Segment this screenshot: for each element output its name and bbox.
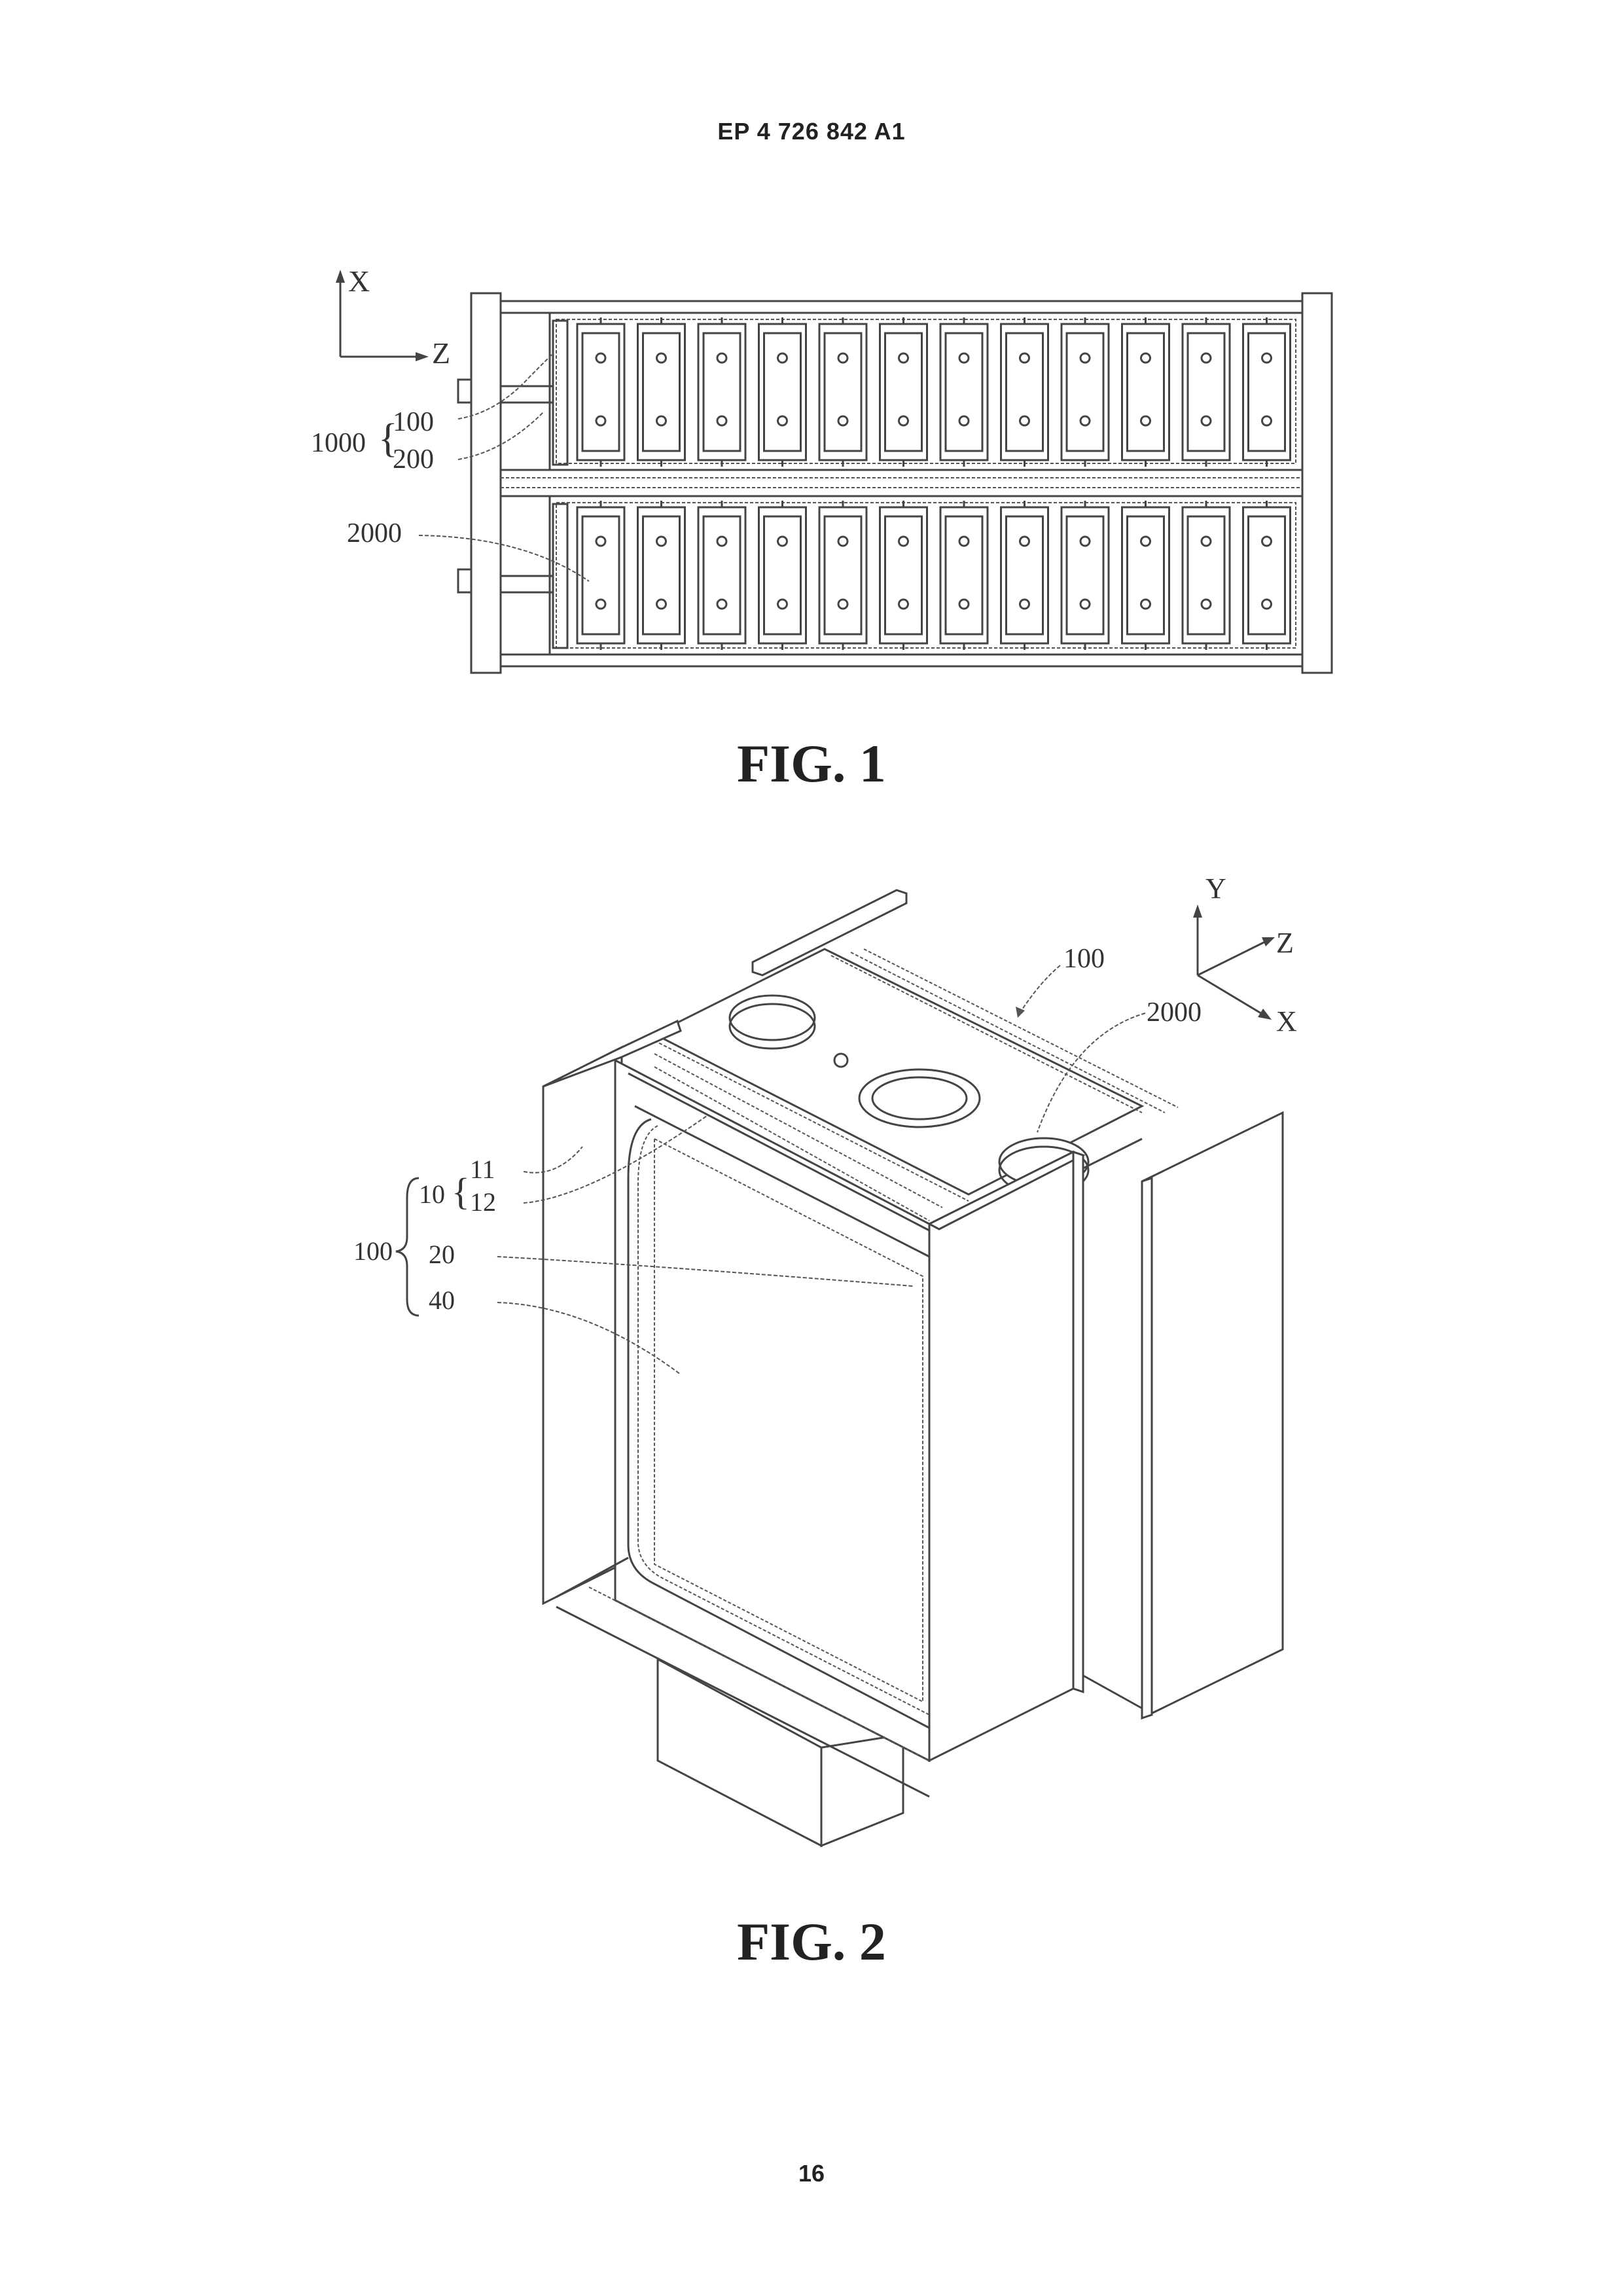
fig1-label-200: 200 <box>393 444 434 475</box>
fig1-battery-cell <box>638 317 685 467</box>
fig1-battery-cell <box>1243 317 1291 467</box>
fig1-label-1000: 1000 <box>311 428 366 458</box>
fig2-rear-right-flange <box>1142 1113 1283 1718</box>
fig1-battery-cell <box>940 501 988 650</box>
fig2-front-face <box>615 1060 929 1761</box>
fig1-battery-cell <box>577 317 624 467</box>
fig1-axis-indicator: X Z <box>336 264 450 370</box>
fig1-battery-cell <box>698 501 745 650</box>
fig1-battery-cell <box>819 317 866 467</box>
fig1-battery-cell <box>1183 317 1230 467</box>
fig1-battery-cell <box>880 501 927 650</box>
fig1-middle-rail <box>501 470 1302 496</box>
fig1-axis-x-label: X <box>348 264 370 298</box>
fig1-right-end-plate <box>1302 293 1332 673</box>
fig2-label-10: 10 <box>419 1179 445 1209</box>
fig2-label-20: 20 <box>429 1240 455 1269</box>
fig1-battery-cell <box>1001 501 1048 650</box>
fig2-brace-10: { <box>452 1170 470 1213</box>
fig2-label-12: 12 <box>470 1187 496 1217</box>
fig1-caption: FIG. 1 <box>0 733 1623 795</box>
fig2-leader-100 <box>1021 965 1060 1011</box>
fig2-axis-indicator: Y Z X <box>1193 872 1297 1037</box>
fig1-lower-end-plate <box>553 504 567 648</box>
fig2-label-100-top: 100 <box>1063 944 1105 974</box>
fig2-label-40: 40 <box>429 1285 455 1315</box>
page-number: 16 <box>0 2160 1623 2187</box>
fig1-battery-cell <box>759 501 806 650</box>
fig1-bottom-rail <box>501 655 1302 666</box>
fig2-front-right-flange-face <box>929 1152 1073 1761</box>
fig2-label-2000: 2000 <box>1147 997 1202 1028</box>
fig1-battery-cell <box>880 317 927 467</box>
fig1-battery-cell <box>1122 501 1169 650</box>
fig2-axis-y-label: Y <box>1205 872 1226 905</box>
fig1-battery-cell <box>1061 501 1109 650</box>
fig1-battery-cell <box>698 317 745 467</box>
fig2-terminal-post-1 <box>730 996 815 1040</box>
fig1-battery-cell <box>1183 501 1230 650</box>
fig2-drawing: Y Z X <box>353 872 1297 1846</box>
fig1-battery-cell <box>940 317 988 467</box>
fig1-battery-cell <box>1061 317 1109 467</box>
fig1-axis-z-label: Z <box>432 336 450 370</box>
fig1-battery-cell <box>1243 501 1291 650</box>
fig2-brace-100 <box>396 1178 419 1316</box>
fig1-battery-cell <box>1122 317 1169 467</box>
fig1-label-100: 100 <box>393 407 434 437</box>
fig1-battery-cell <box>759 317 806 467</box>
fig1-cell-array <box>577 317 1291 650</box>
fig1-battery-cell <box>1001 317 1048 467</box>
fig1-leader-2000 <box>419 535 589 581</box>
fig1-upper-end-plate <box>553 321 567 465</box>
fig2-axis-z-label: Z <box>1276 927 1294 959</box>
fig1-left-end-plate <box>471 293 501 673</box>
fig2-label-11: 11 <box>470 1155 495 1184</box>
fig1-battery-cell <box>577 501 624 650</box>
fig2-caption: FIG. 2 <box>0 1911 1623 1973</box>
fig1-label-2000: 2000 <box>347 518 402 548</box>
fig2-axis-x-label: X <box>1276 1005 1297 1037</box>
fig2-label-100-left: 100 <box>353 1236 393 1266</box>
fig1-battery-cell <box>638 501 685 650</box>
fig2-left-flange-side <box>543 1047 622 1604</box>
fig1-battery-cell <box>819 501 866 650</box>
fig1-drawing: X Z 1000 { 100 20 <box>311 264 1332 673</box>
fig1-top-rail <box>501 301 1302 313</box>
